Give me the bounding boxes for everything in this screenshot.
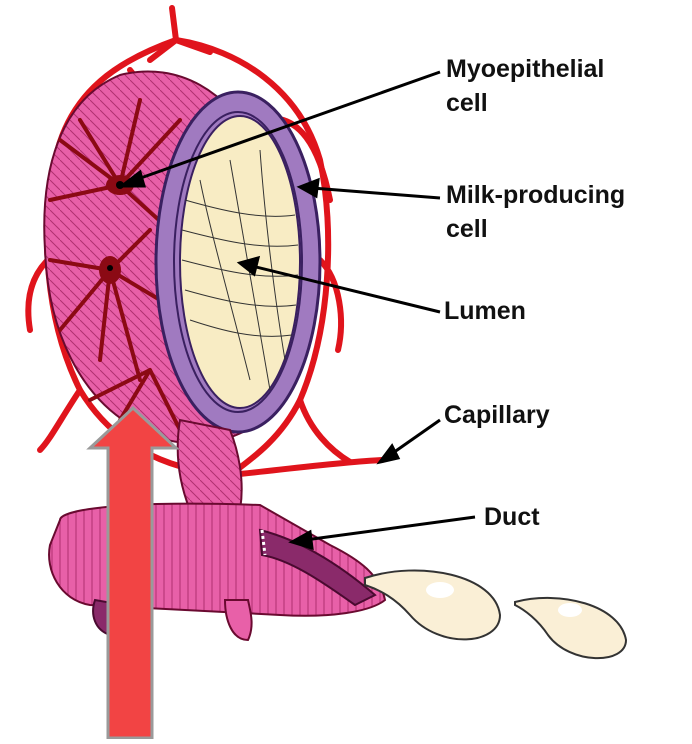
label-lumen: Lumen [444, 294, 526, 328]
label-myoepithelial-cell: Myoepithelial cell [446, 52, 604, 120]
label-duct: Duct [484, 500, 540, 534]
label-milk-producing-line2: cell [446, 212, 625, 246]
milk-droplets [365, 570, 626, 658]
label-capillary: Capillary [444, 398, 550, 432]
label-myoepithelial-line1: Myoepithelial [446, 52, 604, 86]
connecting-duct [178, 420, 242, 510]
label-milk-producing-line1: Milk-producing [446, 178, 625, 212]
main-duct [49, 504, 385, 640]
label-milk-producing-cell: Milk-producing cell [446, 178, 625, 246]
label-myoepithelial-line2: cell [446, 86, 604, 120]
